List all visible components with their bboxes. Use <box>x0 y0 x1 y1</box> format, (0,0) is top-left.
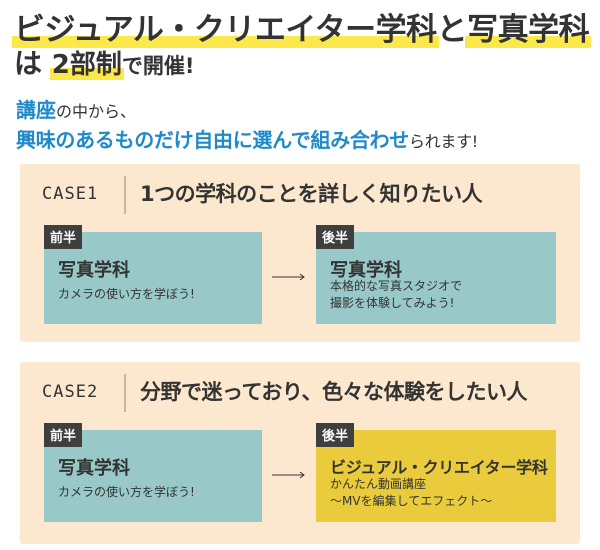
case-panel-2: CASE2 分野で迷っており、色々な体験をしたい人 前半 写真学科 カメラの使い… <box>20 362 580 544</box>
headline-particle: は <box>14 47 43 80</box>
headline-tail: で開催! <box>121 54 195 78</box>
course-description: カメラの使い方を学ぼう! <box>58 485 195 499</box>
intro-highlight-1: 講座 <box>16 98 56 122</box>
course-title: 写真学科 <box>330 260 402 281</box>
intro-highlight-2: 興味のあるものだけ自由に選んで組み合わせ <box>16 128 409 152</box>
first-half-tag: 前半 <box>44 225 83 249</box>
case-title: 1つの学科のことを詳しく知りたい人 <box>140 182 483 206</box>
course-description: 本格的な写真スタジオで 撮影を体験してみよう! <box>330 279 463 310</box>
intro-rest-2: られます! <box>409 132 478 151</box>
course-title: ビジュアル・クリエイター学科 <box>330 458 548 477</box>
case-divider <box>124 374 126 412</box>
case-divider <box>124 176 126 214</box>
arrow-right-icon <box>272 471 305 479</box>
case-label: CASE1 <box>42 184 99 204</box>
headline-highlight-photo: 写真学科 <box>465 4 592 49</box>
course-title: 写真学科 <box>58 260 130 281</box>
second-half-box: 後半 ビジュアル・クリエイター学科 かんたん動画講座 〜MVを編集してエフェクト… <box>316 423 556 522</box>
first-half-box: 前半 写真学科 カメラの使い方を学ぼう! <box>44 225 262 324</box>
first-half-tag: 前半 <box>44 423 83 447</box>
course-title: 写真学科 <box>58 458 130 479</box>
case-panel-1: CASE1 1つの学科のことを詳しく知りたい人 前半 写真学科 カメラの使い方を… <box>20 164 580 342</box>
headline-line-2: は 2部制で開催! <box>14 42 194 82</box>
case-label: CASE2 <box>42 382 99 402</box>
intro-rest-1: の中から、 <box>56 102 137 121</box>
intro-line-2: 興味のあるものだけ自由に選んで組み合わせられます! <box>16 124 478 153</box>
first-half-box: 前半 写真学科 カメラの使い方を学ぼう! <box>44 423 262 522</box>
headline-highlight-visual: ビジュアル・クリエイター学科 <box>12 4 439 49</box>
case-title: 分野で迷っており、色々な体験をしたい人 <box>140 380 527 404</box>
second-half-box: 後半 写真学科 本格的な写真スタジオで 撮影を体験してみよう! <box>316 225 556 324</box>
course-description: カメラの使い方を学ぼう! <box>58 287 195 301</box>
headline-line-1: ビジュアル・クリエイター学科と写真学科 <box>12 4 592 49</box>
second-half-tag: 後半 <box>316 225 355 249</box>
second-half-tag: 後半 <box>316 423 355 447</box>
course-description: かんたん動画講座 〜MVを編集してエフェクト〜 <box>330 477 493 508</box>
arrow-right-icon <box>272 273 305 281</box>
intro-line-1: 講座の中から、 <box>16 94 136 123</box>
headline-highlight-two-part: 2部制 <box>49 44 124 81</box>
headline-connector: と <box>436 12 468 48</box>
